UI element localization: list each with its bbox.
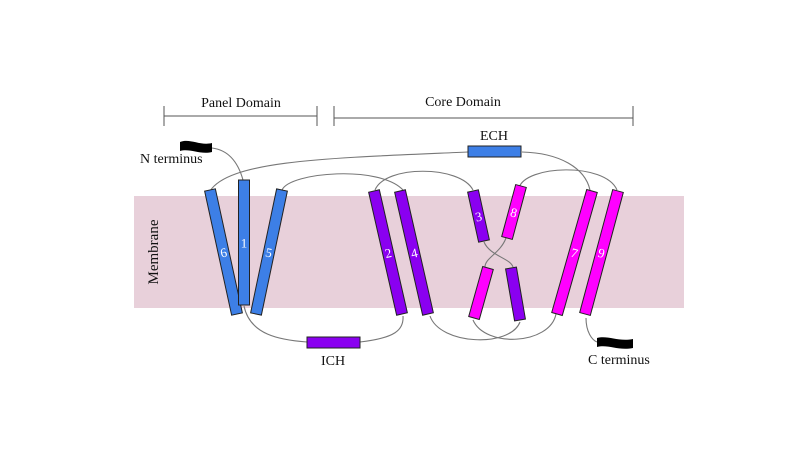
loop-h4-h3b bbox=[429, 315, 521, 341]
loop-h8-h9 bbox=[518, 169, 618, 191]
ich-helix bbox=[306, 336, 361, 349]
helix-3b bbox=[505, 266, 526, 322]
helix-4: 4 bbox=[394, 189, 434, 316]
n-terminus-cap bbox=[180, 140, 212, 153]
helix-1: 1 bbox=[238, 179, 250, 306]
helix-bar bbox=[250, 188, 288, 316]
loop-h9-cterm bbox=[585, 317, 598, 343]
helix-7: 7 bbox=[551, 188, 598, 317]
loop-h3-cross bbox=[483, 241, 514, 268]
loop-h8b-h7 bbox=[472, 313, 557, 340]
membrane-label: Membrane bbox=[146, 219, 162, 284]
helix-bar bbox=[551, 188, 598, 317]
loop-nterm-h1 bbox=[211, 147, 244, 181]
helix-6: 6 bbox=[204, 188, 243, 316]
c-terminus-label: C terminus bbox=[588, 353, 650, 368]
helix-bar bbox=[501, 183, 527, 241]
helix-bar bbox=[579, 188, 624, 317]
panel-domain-label: Panel Domain bbox=[201, 96, 281, 111]
helix-number: 1 bbox=[241, 236, 248, 251]
helix-number: 9 bbox=[596, 245, 606, 261]
helix-bar bbox=[394, 189, 434, 316]
helix-bar bbox=[204, 188, 243, 316]
helix-5: 5 bbox=[250, 188, 288, 316]
n-terminus-label: N terminus bbox=[140, 152, 203, 167]
core-domain-label: Core Domain bbox=[425, 95, 501, 110]
helix-number: 4 bbox=[409, 245, 419, 261]
helix-bar bbox=[238, 179, 250, 306]
helix-9: 9 bbox=[579, 188, 624, 317]
loop-h8-cross bbox=[484, 237, 507, 269]
helix-bar bbox=[467, 189, 490, 243]
helix-number: 6 bbox=[219, 244, 229, 260]
core-domain-bracket: Core Domain bbox=[333, 95, 634, 126]
helix-number: 8 bbox=[509, 204, 519, 220]
ech-helix bbox=[467, 145, 522, 158]
c-terminus-cap bbox=[597, 337, 633, 349]
helix-bar bbox=[368, 189, 408, 316]
loop-ich-h2 bbox=[359, 315, 404, 343]
loop-h1-ich bbox=[243, 305, 308, 343]
helix-number: 2 bbox=[383, 245, 393, 261]
helix-8: 8 bbox=[501, 183, 527, 241]
helix-3: 3 bbox=[467, 189, 490, 243]
loops bbox=[209, 147, 618, 343]
ich-label: ICH bbox=[321, 354, 345, 369]
helix-number: 5 bbox=[264, 244, 273, 260]
helix-8b bbox=[468, 265, 494, 321]
loop-h5-h4 bbox=[281, 173, 404, 191]
helix-bar bbox=[468, 265, 494, 321]
helix-number: 7 bbox=[569, 245, 580, 261]
panel-domain-bracket: Panel Domain bbox=[163, 96, 318, 126]
helix-number: 3 bbox=[474, 208, 484, 224]
helix-bar bbox=[505, 266, 526, 322]
loop-h6-ech bbox=[209, 151, 469, 192]
helix-2: 2 bbox=[368, 189, 408, 316]
ech-label: ECH bbox=[480, 129, 508, 144]
loop-h2-h3 bbox=[374, 170, 474, 191]
loop-ech-h7 bbox=[521, 151, 591, 191]
